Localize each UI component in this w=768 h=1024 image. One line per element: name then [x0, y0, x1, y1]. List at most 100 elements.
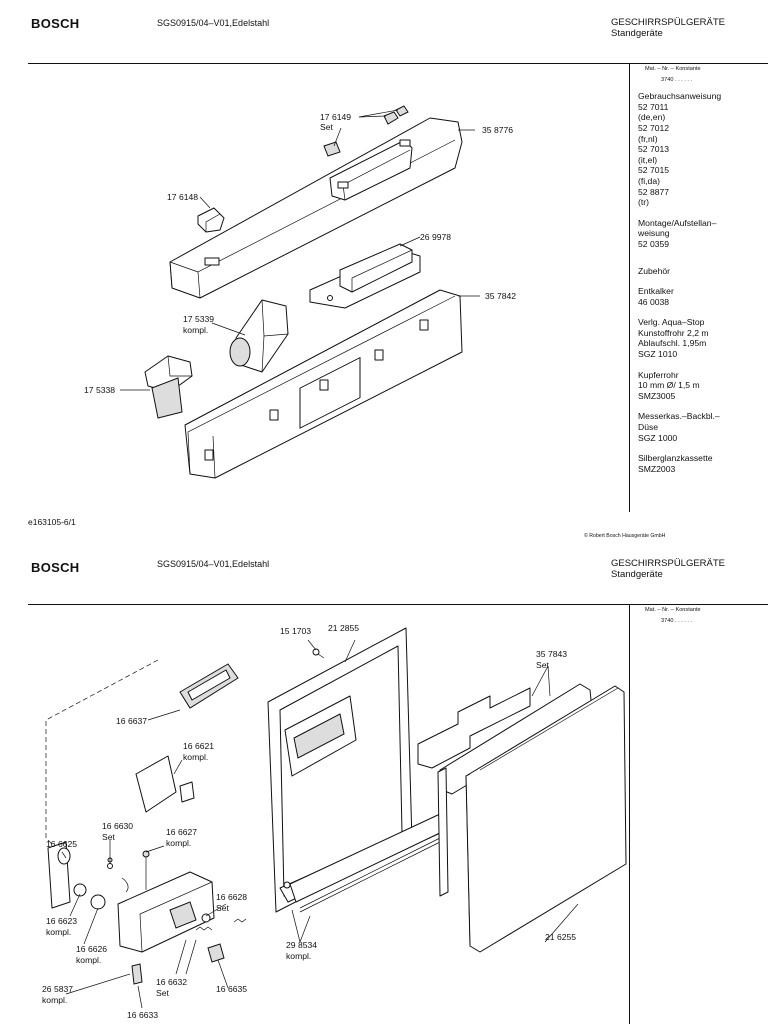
callout-212855: 21 2855 [328, 623, 359, 633]
callout-357842: 35 7842 [485, 291, 516, 301]
sidebar-block: Verlg. Aqua–Stop Kunstoffrohr 2,2 m Abla… [638, 317, 766, 359]
cover-plate-part [135, 755, 195, 813]
sidebar-line: 46 0038 [638, 296, 670, 307]
subcategory-label: Standgeräte [611, 569, 663, 580]
sidebar-line: Zubehör [638, 265, 671, 276]
callout-357843: 35 7843 [536, 649, 567, 659]
callout-kompl: kompl. [183, 752, 208, 762]
sidebar-rule [629, 604, 630, 1024]
brand-logo: BOSCH [31, 16, 80, 31]
callout-265837: 26 5837 [42, 984, 73, 994]
category-label: GESCHIRRSPÜLGERÄTE [611, 558, 726, 569]
sidebar-line: (de,en) [638, 112, 666, 123]
model-title: SGS0915/04–V01,Edelstahl [157, 559, 270, 569]
sidebar-block: Messerkas.–Backbl.– Düse SGZ 1000 [638, 411, 766, 443]
screw-part [312, 648, 325, 659]
callout-166635: 16 6635 [216, 984, 247, 994]
callout-166632: 16 6632 [156, 977, 187, 987]
sidebar-line: Silberglanzkassette [638, 453, 713, 464]
callout-166626: 16 6626 [76, 944, 107, 954]
decor-panel-part [417, 683, 593, 897]
callout-kompl: kompl. [42, 995, 67, 1005]
callout-166621: 16 6621 [183, 741, 214, 751]
sidebar-constant: 3740 . . . . . . [661, 76, 693, 83]
header-rule [28, 63, 768, 64]
sidebar-line: Kupferrohr [638, 369, 679, 380]
sidebar-block: Gebrauchsanweisung 52 7011 (de,en) 52 70… [638, 91, 766, 208]
sidebar-line: Messerkas.–Backbl.– [638, 411, 720, 422]
button-caps-part [323, 105, 409, 157]
sidebar-line: (it,el) [638, 154, 658, 165]
header-rule [28, 604, 768, 605]
callout-151703: 15 1703 [280, 626, 311, 636]
sidebar-line: 52 7011 [638, 101, 669, 112]
callout-358776: 35 8776 [482, 125, 513, 135]
callout-166637: 16 6637 [116, 716, 147, 726]
sheet-2: BOSCH SGS0915/04–V01,Edelstahl GESCHIRRS… [0, 512, 768, 1024]
callout-166633: 16 6633 [127, 1010, 158, 1020]
figure-id: e163105-6/1 [28, 517, 76, 527]
callout-set: Set [102, 832, 116, 842]
callout-kompl: kompl. [76, 955, 101, 965]
sidebar-block: Silberglanzkassette SMZ2003 [638, 453, 766, 474]
callout-298534: 29 8534 [286, 940, 317, 950]
panel-cover-part [169, 117, 463, 299]
electronic-module-part [309, 243, 421, 309]
sidebar-line: SMZ3005 [638, 390, 676, 401]
callout-kompl: kompl. [183, 325, 208, 335]
callout-166625: 16 6625 [46, 839, 77, 849]
callout-166628: 16 6628 [216, 892, 247, 902]
sidebar-line: (fi,da) [638, 175, 660, 186]
sidebar-line: 52 7015 [638, 165, 670, 176]
callout-set: Set [536, 660, 550, 670]
small-parts [47, 841, 247, 985]
sheet-1: BOSCH SGS0915/04–V01,Edelstahl GESCHIRRS… [28, 16, 768, 539]
sidebar-line: 52 0359 [638, 238, 670, 249]
callout-set: Set [216, 903, 230, 913]
callout-269978: 26 9978 [420, 232, 451, 242]
callout-175338: 17 5338 [84, 385, 115, 395]
category-title: GESCHIRRSPÜLGERÄTE Standgeräte [611, 558, 725, 580]
sidebar-line: SMZ2003 [638, 463, 676, 474]
exploded-diagram-control-panel: 17 6149 Set 35 8776 17 6148 26 9978 35 7… [84, 105, 516, 479]
sidebar-block: Montage/Aufstellan– weisung 52 0359 [638, 218, 766, 250]
callout-kompl: kompl. [46, 927, 71, 937]
parts-sidebar: Mat. – Nr. – Konstante 3740 . . . . . . … [638, 64, 766, 484]
callout-176148: 17 6148 [167, 192, 198, 202]
sidebar-rule [629, 63, 630, 512]
sidebar-line: (tr) [638, 197, 649, 208]
control-housing-part [184, 289, 463, 479]
callout-166627: 16 6627 [166, 827, 197, 837]
selector-switch-part [144, 355, 193, 419]
brand-logo: BOSCH [31, 560, 80, 575]
category-title: GESCHIRRSPÜLGERÄTE Standgeräte [611, 17, 725, 39]
outer-door-part [465, 685, 627, 953]
leader-lines [120, 109, 480, 391]
sidebar-line: Montage/Aufstellan– [638, 217, 717, 228]
sidebar-line: 10 mm Ø/ 1,5 m [638, 380, 700, 391]
sidebar-line: SGZ 1010 [638, 349, 678, 360]
sidebar-block: Kupferrohr 10 mm Ø/ 1,5 m SMZ3005 [638, 370, 766, 402]
callout-kompl: kompl. [286, 951, 311, 961]
model-title: SGS0915/04–V01,Edelstahl [157, 18, 270, 28]
sidebar-line: Düse [638, 422, 659, 433]
sidebar-block: Entkalker 46 0038 [638, 286, 766, 307]
sidebar-line: SGZ 1000 [638, 432, 678, 443]
knob-part [197, 207, 225, 233]
sidebar-block: Zubehör [638, 266, 766, 277]
sidebar-line: weisung [638, 228, 670, 239]
callout-166630: 16 6630 [102, 821, 133, 831]
seal-frame-part [179, 663, 239, 709]
subcategory-label: Standgeräte [611, 28, 663, 39]
callout-216255: 21 6255 [545, 932, 576, 942]
sidebar-constant: 3740 . . . . . . [661, 617, 693, 624]
sidebar-header: Mat. – Nr. – Konstante [645, 607, 701, 613]
category-label: GESCHIRRSPÜLGERÄTE [611, 17, 726, 28]
sidebar-line: (fr,nl) [638, 133, 658, 144]
callout-kompl: kompl. [166, 838, 191, 848]
parts-sidebar: Mat. – Nr. – Konstante 3740 . . . . . . [638, 605, 766, 626]
sidebar-line: Entkalker [638, 286, 674, 297]
callout-176149: 17 6149 [320, 112, 351, 122]
callout-set: Set [156, 988, 170, 998]
sidebar-line: 52 8877 [638, 186, 670, 197]
